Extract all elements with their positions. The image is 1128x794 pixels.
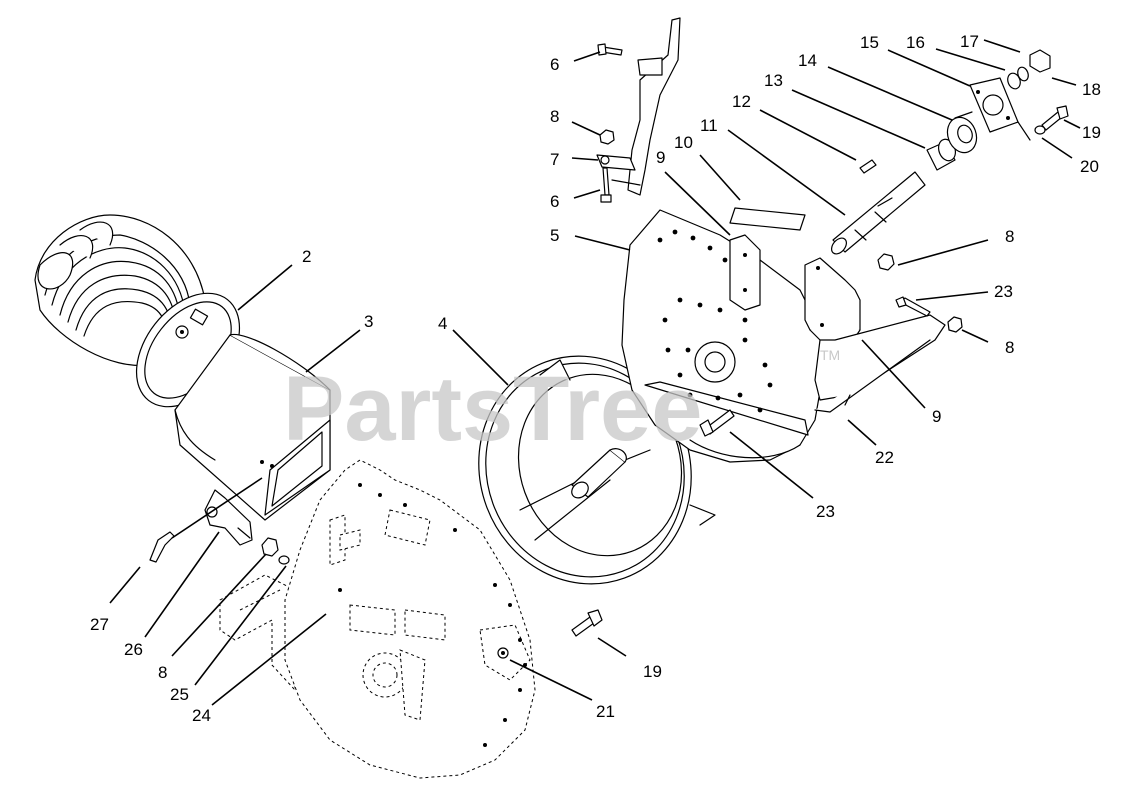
hex-bolt-upper-right[interactable] — [1041, 105, 1069, 131]
callout-labels: 2 3 4 5 6 6 7 8 8 8 8 9 9 10 11 12 13 14… — [90, 32, 1101, 725]
callout-12: 12 — [732, 92, 751, 111]
callout-2: 2 — [302, 247, 311, 266]
callout-8-right-lower: 8 — [1005, 338, 1014, 357]
callout-10: 10 — [674, 133, 693, 152]
bolt-strap[interactable] — [600, 167, 612, 203]
flange-washer[interactable] — [1006, 66, 1030, 91]
hex-bolt-housing[interactable] — [699, 409, 735, 437]
blower-housing-inner[interactable] — [284, 459, 536, 779]
callout-18: 18 — [1082, 80, 1101, 99]
blower-housing-outer[interactable] — [621, 209, 823, 463]
bolt-upper[interactable] — [597, 43, 623, 56]
callout-4: 4 — [438, 314, 447, 333]
callout-13: 13 — [764, 71, 783, 90]
impeller[interactable] — [447, 326, 723, 614]
nut-right-lower[interactable] — [947, 316, 963, 333]
callout-9-left: 9 — [656, 148, 665, 167]
strap-clip[interactable] — [596, 154, 636, 171]
support-bracket[interactable] — [804, 257, 861, 346]
callout-21: 21 — [596, 702, 615, 721]
hex-bolt-right[interactable] — [895, 296, 931, 317]
callout-27: 27 — [90, 615, 109, 634]
callout-8-upper: 8 — [550, 107, 559, 126]
latch-bracket[interactable] — [204, 489, 253, 546]
flex-hose[interactable] — [34, 214, 206, 367]
lock-washer[interactable] — [278, 555, 290, 565]
woodruff-key[interactable] — [859, 159, 877, 174]
lock-washer-right[interactable] — [1034, 125, 1046, 135]
callout-5: 5 — [550, 226, 559, 245]
callout-24: 24 — [192, 706, 211, 725]
callout-8-left: 8 — [158, 663, 167, 682]
callout-11: 11 — [700, 116, 718, 135]
callout-15: 15 — [860, 33, 879, 52]
label-plate[interactable] — [729, 207, 806, 231]
callout-16: 16 — [906, 33, 925, 52]
callout-3: 3 — [364, 312, 373, 331]
callout-19-top: 19 — [1082, 123, 1101, 142]
hex-bolt-lower[interactable] — [571, 609, 603, 637]
callout-6-top: 6 — [550, 55, 559, 74]
callout-6-lower: 6 — [550, 192, 559, 211]
nut-upper[interactable] — [599, 129, 615, 145]
pin[interactable] — [149, 531, 175, 563]
leader-lines — [109, 39, 1081, 706]
callout-26: 26 — [124, 640, 143, 659]
callout-8-right: 8 — [1005, 227, 1014, 246]
watermark: PartsTree TM — [283, 347, 840, 460]
callout-17: 17 — [960, 32, 979, 51]
watermark-text: PartsTree — [283, 358, 702, 460]
nut-left[interactable] — [261, 537, 279, 557]
callout-19-bottom: 19 — [643, 662, 662, 681]
chute-adapter[interactable] — [174, 333, 331, 521]
bearing-bracket-left[interactable] — [729, 234, 761, 311]
spacer[interactable] — [926, 137, 958, 171]
frame-rail[interactable] — [814, 314, 946, 413]
callout-7: 7 — [550, 150, 559, 169]
callout-14: 14 — [798, 51, 817, 70]
callout-20: 20 — [1080, 157, 1099, 176]
mounting-strap[interactable] — [611, 17, 681, 196]
watermark-tm: TM — [820, 347, 840, 363]
hex-nut-top[interactable] — [1029, 49, 1051, 73]
impeller-shaft[interactable] — [829, 171, 926, 257]
bearing[interactable] — [943, 111, 982, 157]
callout-23-right: 23 — [994, 282, 1013, 301]
callout-25: 25 — [170, 685, 189, 704]
nut-right-upper[interactable] — [877, 253, 895, 271]
callout-9-right: 9 — [932, 407, 941, 426]
callout-22: 22 — [875, 448, 894, 467]
bearing-flange[interactable] — [969, 77, 1031, 141]
callout-23-lower: 23 — [816, 502, 835, 521]
